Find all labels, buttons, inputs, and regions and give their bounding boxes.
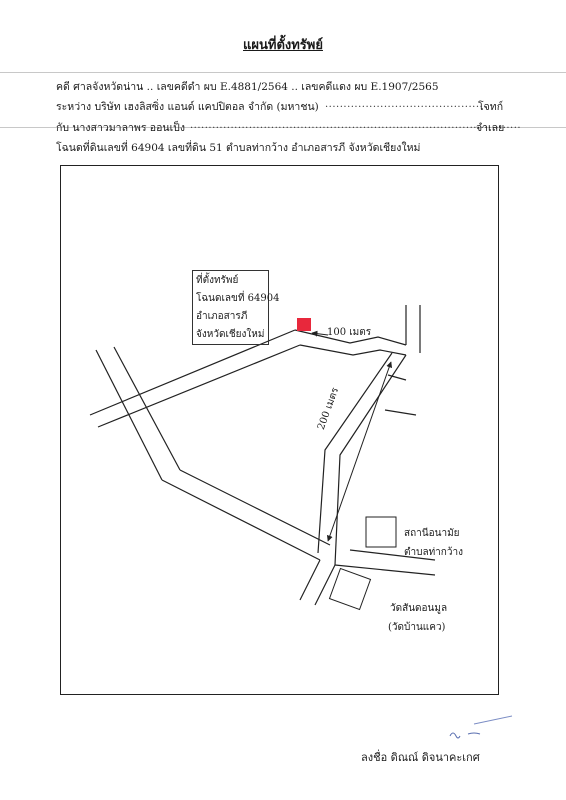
with-line: กับ นางสาวมาลาพร ออนเป็ง xyxy=(56,122,185,134)
map-frame xyxy=(60,165,499,695)
callout-title: ที่ตั้งทรัพย์ xyxy=(196,275,239,286)
road-edge xyxy=(294,329,407,346)
road-edge xyxy=(334,354,407,566)
callout-deed: โฉนดเลขที่ 64904 xyxy=(196,293,280,304)
health-station-label: สถานีอนามัย xyxy=(404,528,460,539)
dotted-leader: ........................................… xyxy=(325,99,487,110)
road-edge xyxy=(317,352,393,554)
distance-100-label: 100 เมตร xyxy=(327,327,372,338)
location-map xyxy=(89,305,436,611)
distance-100-arrow xyxy=(311,330,329,337)
road-edge xyxy=(349,549,436,561)
property-marker xyxy=(297,318,311,331)
page-title: แผนที่ตั้งทรัพย์ xyxy=(243,38,323,53)
plaintiff-role: โจทก์ xyxy=(478,101,504,113)
signature-line: ลงชื่อ ดิณณ์ ดิจนาคะเกศ xyxy=(361,751,480,764)
road-lines xyxy=(89,305,436,606)
road-edge xyxy=(179,469,331,546)
road-edge xyxy=(334,564,436,576)
between-line: ระหว่าง บริษัท เฮงลิสซิ่ง แอนด์ แคปปิตอล… xyxy=(56,101,319,113)
signature-mark xyxy=(449,715,513,739)
road-edge xyxy=(97,344,301,428)
defendant-role: จำเลย xyxy=(476,122,505,134)
temple-label: วัดสันดอนมูล xyxy=(390,603,448,614)
property-callout xyxy=(192,270,269,345)
deed-line: โฉนดที่ดินเลขที่ 64904 เลขที่ดิน 51 ตำบล… xyxy=(56,142,421,154)
callout-province: จังหวัดเชียงใหม่ xyxy=(196,329,265,340)
road-edge xyxy=(314,564,336,606)
callout-district: อำเภอสารภี xyxy=(196,311,248,322)
case-line: คดี ศาลจังหวัดน่าน .. เลขคดีดำ ผบ E.4881… xyxy=(56,81,439,93)
road-edge xyxy=(384,409,417,416)
temple-icon xyxy=(328,567,372,611)
road-edge xyxy=(113,346,181,471)
road-edge xyxy=(161,479,321,561)
road-edge xyxy=(299,344,407,356)
road-edge xyxy=(299,559,321,601)
top-divider xyxy=(0,72,566,73)
distance-200-arrow xyxy=(326,361,393,542)
mid-divider xyxy=(0,127,566,128)
temple-sublabel: (วัดบ้านแคว) xyxy=(388,622,446,633)
health-station-icon xyxy=(365,516,397,548)
health-station-sublabel: ตำบลท่ากว้าง xyxy=(404,547,463,558)
dotted-leader: ........................................… xyxy=(190,120,522,131)
